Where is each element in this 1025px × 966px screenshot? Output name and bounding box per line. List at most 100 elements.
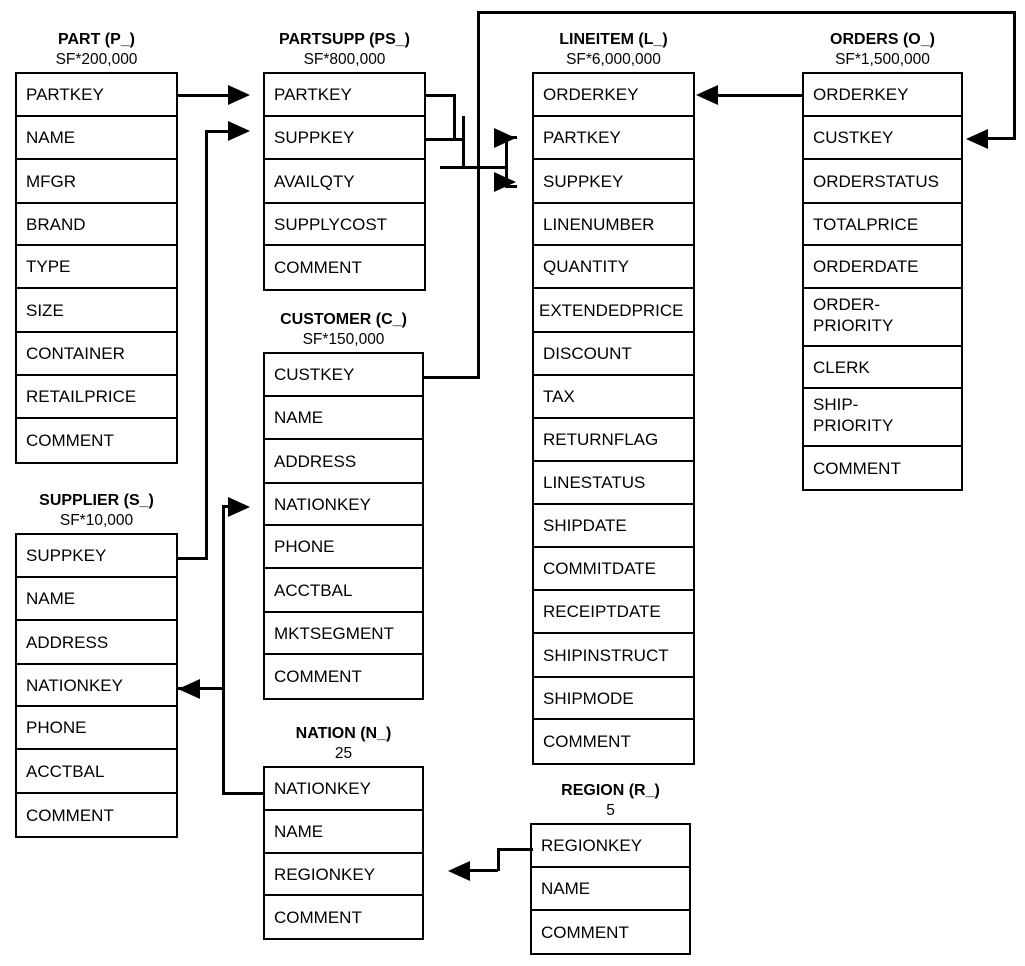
field-part-mfgr[interactable]: MFGR: [17, 160, 176, 204]
field-nation-nationkey[interactable]: NATIONKEY: [265, 768, 422, 811]
entity-region-title: REGION (R_): [561, 782, 660, 799]
connector-nation-keys-seg1: [222, 792, 265, 795]
field-lineitem-returnflag[interactable]: RETURNFLAG: [534, 419, 693, 462]
field-part-retailprice[interactable]: RETAILPRICE: [17, 376, 176, 419]
field-orders-orderdate[interactable]: ORDERDATE: [804, 246, 961, 289]
field-orders-comment[interactable]: COMMENT: [804, 447, 961, 489]
connector-customer-orders-seg4: [1013, 11, 1016, 139]
connector-supplier-partsupp-seg2: [205, 130, 208, 560]
field-orders-clerk[interactable]: CLERK: [804, 347, 961, 389]
field-partsupp-suppkey[interactable]: SUPPKEY: [265, 117, 424, 160]
entity-orders[interactable]: ORDERS (O_) SF*1,500,000 ORDERKEY CUSTKE…: [802, 30, 963, 491]
field-supplier-acctbal[interactable]: ACCTBAL: [17, 750, 176, 794]
field-lineitem-shipdate[interactable]: SHIPDATE: [534, 505, 693, 548]
field-customer-acctbal[interactable]: ACCTBAL: [265, 569, 422, 613]
field-customer-mktsegment[interactable]: MKTSEGMENT: [265, 613, 422, 655]
connector-region-nation-seg1: [497, 848, 533, 851]
field-orders-orderstatus[interactable]: ORDERSTATUS: [804, 160, 961, 204]
field-lineitem-discount[interactable]: DISCOUNT: [534, 333, 693, 376]
entity-region-fieldlist: REGIONKEY NAME COMMENT: [530, 823, 691, 955]
field-lineitem-extendedprice[interactable]: EXTENDEDPRICE: [534, 289, 693, 333]
field-supplier-name[interactable]: NAME: [17, 578, 176, 621]
field-lineitem-linenumber[interactable]: LINENUMBER: [534, 204, 693, 246]
entity-region[interactable]: REGION (R_) 5 REGIONKEY NAME COMMENT: [530, 781, 691, 955]
field-orders-orderkey[interactable]: ORDERKEY: [804, 74, 961, 117]
field-partsupp-comment[interactable]: COMMENT: [265, 246, 424, 289]
connector-customer-orders-arrow-icon: [966, 129, 988, 149]
field-lineitem-partkey[interactable]: PARTKEY: [534, 117, 693, 160]
field-region-comment[interactable]: COMMENT: [532, 911, 689, 953]
field-orders-custkey[interactable]: CUSTKEY: [804, 117, 961, 160]
field-customer-comment[interactable]: COMMENT: [265, 655, 422, 698]
field-part-partkey[interactable]: PARTKEY: [17, 74, 176, 117]
field-partsupp-supplycost[interactable]: SUPPLYCOST: [265, 204, 424, 246]
connector-region-nation-seg3: [470, 869, 498, 872]
entity-customer-fieldlist: CUSTKEY NAME ADDRESS NATIONKEY PHONE ACC…: [263, 352, 424, 700]
field-part-name[interactable]: NAME: [17, 117, 176, 160]
field-partsupp-partkey[interactable]: PARTKEY: [265, 74, 424, 117]
entity-customer-cardinality: SF*150,000: [302, 331, 385, 348]
field-part-container[interactable]: CONTAINER: [17, 333, 176, 376]
connector-part-partsupp-line: [178, 94, 228, 97]
field-orders-orderpriority[interactable]: ORDER- PRIORITY: [804, 289, 961, 347]
field-part-size[interactable]: SIZE: [17, 289, 176, 333]
field-lineitem-commitdate[interactable]: COMMITDATE: [534, 548, 693, 591]
connector-partsupp-lineitem-part-arrow-icon: [494, 128, 516, 148]
field-customer-nationkey[interactable]: NATIONKEY: [265, 484, 422, 526]
field-part-comment[interactable]: COMMENT: [17, 419, 176, 462]
field-nation-comment[interactable]: COMMENT: [265, 896, 422, 938]
field-supplier-phone[interactable]: PHONE: [17, 707, 176, 750]
entity-supplier[interactable]: SUPPLIER (S_) SF*10,000 SUPPKEY NAME ADD…: [15, 491, 178, 838]
field-supplier-nationkey[interactable]: NATIONKEY: [17, 665, 176, 707]
field-customer-address[interactable]: ADDRESS: [265, 440, 422, 484]
entity-nation-cardinality: 25: [334, 745, 353, 762]
field-lineitem-suppkey[interactable]: SUPPKEY: [534, 160, 693, 204]
connector-nation-customer-arrow-icon: [228, 497, 250, 517]
entity-orders-title: ORDERS (O_): [830, 31, 935, 48]
connector-nation-keys-seg2: [222, 505, 225, 793]
field-partsupp-availqty[interactable]: AVAILQTY: [265, 160, 424, 204]
entity-lineitem[interactable]: LINEITEM (L_) SF*6,000,000 ORDERKEY PART…: [532, 30, 695, 765]
field-supplier-address[interactable]: ADDRESS: [17, 621, 176, 665]
entity-partsupp[interactable]: PARTSUPP (PS_) SF*800,000 PARTKEY SUPPKE…: [263, 30, 426, 291]
field-lineitem-linestatus[interactable]: LINESTATUS: [534, 462, 693, 505]
connector-customer-orders-seg1: [424, 376, 480, 379]
connector-nation-supplier-seg: [178, 687, 224, 690]
connector-customer-orders-seg3: [477, 11, 1016, 14]
entity-customer[interactable]: CUSTOMER (C_) SF*150,000 CUSTKEY NAME AD…: [263, 310, 424, 700]
field-supplier-suppkey[interactable]: SUPPKEY: [17, 535, 176, 578]
field-lineitem-orderkey[interactable]: ORDERKEY: [534, 74, 693, 117]
entity-lineitem-title: LINEITEM (L_): [559, 31, 668, 48]
connector-partsupp-lineitem-seg4: [453, 116, 456, 141]
field-lineitem-quantity[interactable]: QUANTITY: [534, 246, 693, 289]
field-lineitem-tax[interactable]: TAX: [534, 376, 693, 419]
field-nation-name[interactable]: NAME: [265, 811, 422, 854]
entity-nation[interactable]: NATION (N_) 25 NATIONKEY NAME REGIONKEY …: [263, 724, 424, 940]
field-part-type[interactable]: TYPE: [17, 246, 176, 289]
connector-partsupp-lineitem-seg7: [440, 166, 508, 169]
field-customer-custkey[interactable]: CUSTKEY: [265, 354, 422, 397]
field-orders-totalprice[interactable]: TOTALPRICE: [804, 204, 961, 246]
field-customer-phone[interactable]: PHONE: [265, 526, 422, 569]
field-nation-regionkey[interactable]: REGIONKEY: [265, 854, 422, 896]
entity-part[interactable]: PART (P_) SF*200,000 PARTKEY NAME MFGR B…: [15, 30, 178, 464]
field-region-name[interactable]: NAME: [532, 868, 689, 911]
field-region-regionkey[interactable]: REGIONKEY: [532, 825, 689, 868]
field-lineitem-comment[interactable]: COMMENT: [534, 720, 693, 763]
connector-region-nation-arrow-icon: [448, 861, 470, 881]
entity-supplier-title: SUPPLIER (S_): [39, 492, 154, 509]
entity-partsupp-fieldlist: PARTKEY SUPPKEY AVAILQTY SUPPLYCOST COMM…: [263, 72, 426, 291]
connector-nation-supplier-arrow-icon: [178, 679, 200, 699]
field-customer-name[interactable]: NAME: [265, 397, 422, 440]
connector-partsupp-lineitem-seg3: [426, 138, 456, 141]
field-lineitem-receiptdate[interactable]: RECEIPTDATE: [534, 591, 693, 634]
field-lineitem-shipmode[interactable]: SHIPMODE: [534, 678, 693, 720]
field-supplier-comment[interactable]: COMMENT: [17, 794, 176, 836]
connector-supplier-partsupp-arrow-icon: [228, 121, 250, 141]
field-orders-shippriority[interactable]: SHIP- PRIORITY: [804, 389, 961, 447]
entity-nation-fieldlist: NATIONKEY NAME REGIONKEY COMMENT: [263, 766, 424, 940]
field-lineitem-shipinstruct[interactable]: SHIPINSTRUCT: [534, 634, 693, 678]
connector-orders-lineitem-arrow-icon: [696, 85, 718, 105]
field-part-brand[interactable]: BRAND: [17, 204, 176, 246]
